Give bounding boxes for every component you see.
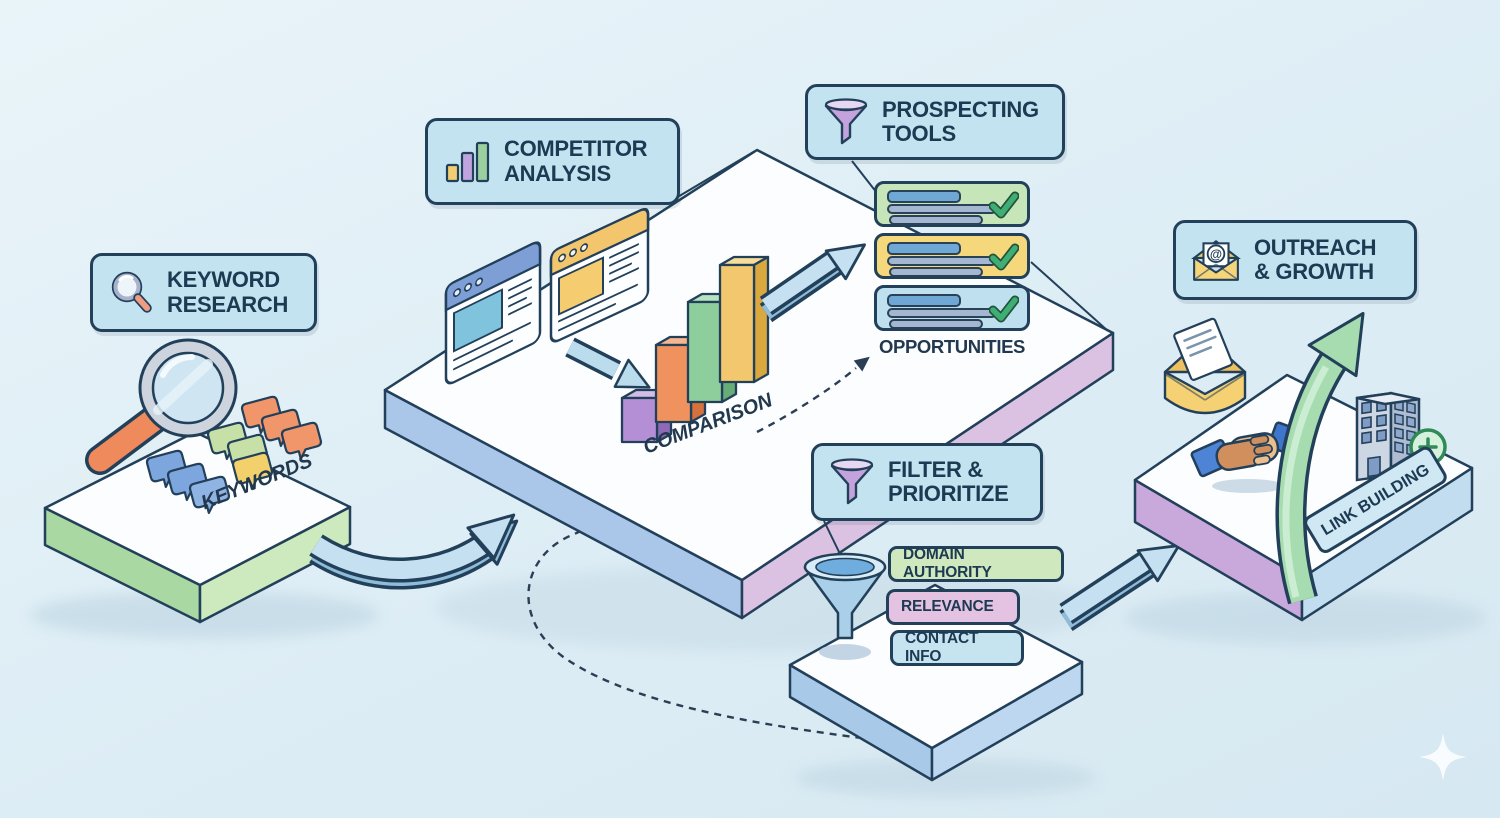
- browser-window-blue: [444, 241, 542, 385]
- label-line: PROSPECTING: [882, 96, 1039, 122]
- bar-chart-icon: [445, 141, 490, 182]
- keyword-research-label: KEYWORD RESEARCH: [90, 253, 317, 332]
- check-icon: [989, 191, 1019, 219]
- label-line: RESEARCH: [167, 291, 289, 317]
- keyword-platform: [43, 430, 352, 624]
- label-line: TOOLS: [882, 121, 956, 146]
- funnel-icon: [830, 458, 874, 505]
- keyword-research-text: KEYWORD RESEARCH: [167, 267, 289, 317]
- label-line: KEYWORD: [167, 267, 280, 293]
- magnifier-icon: [111, 271, 152, 313]
- opportunity-card: [874, 181, 1030, 227]
- label-line: COMPETITOR: [504, 136, 648, 162]
- flow-arrow-to-opportunities: [759, 243, 866, 323]
- magnifier-illustration: [85, 338, 238, 475]
- funnel-3d: [803, 552, 887, 640]
- label-line: PRIORITIZE: [888, 481, 1009, 506]
- competitor-analysis-text: COMPETITOR ANALYSIS: [504, 136, 648, 186]
- criterion-contact-info: CONTACT INFO: [890, 630, 1024, 666]
- flow-arrow-keyword-to-analysis: [309, 513, 519, 590]
- text-line-bar: [887, 242, 961, 255]
- criterion-relevance: RELEVANCE: [886, 589, 1020, 625]
- flow-arrow-to-linkbuilding: [1059, 544, 1181, 632]
- opportunity-card: [874, 233, 1030, 279]
- sparkle: [1419, 733, 1467, 781]
- arrow-windows-to-bars: [565, 337, 651, 389]
- check-icon: [989, 243, 1019, 271]
- filter-prioritize-text: FILTER & PRIORITIZE: [888, 456, 1009, 506]
- label-line: & GROWTH: [1254, 259, 1374, 284]
- text-line-bar: [889, 215, 983, 225]
- growth-arrow: [1275, 311, 1365, 605]
- text-line-bar: [887, 308, 997, 318]
- outreach-growth-text: OUTREACH & GROWTH: [1254, 234, 1377, 284]
- competitor-analysis-label: COMPETITOR ANALYSIS: [425, 118, 680, 205]
- label-line: FILTER &: [888, 456, 983, 482]
- opportunity-card: [874, 285, 1030, 331]
- browser-window-yellow: [549, 207, 650, 343]
- envelope-icon: @: [1191, 239, 1241, 281]
- opportunities-annotation: OPPORTUNITIES: [879, 336, 1025, 357]
- filter-prioritize-label: FILTER & PRIORITIZE: [811, 443, 1043, 521]
- filter-platform: [788, 583, 1084, 782]
- text-line-bar: [887, 256, 997, 266]
- text-line-bar: [889, 267, 983, 277]
- label-line: ANALYSIS: [504, 160, 611, 186]
- criterion-domain-authority: DOMAIN AUTHORITY: [888, 546, 1064, 582]
- check-icon: [989, 295, 1019, 323]
- at-symbol: @: [1210, 247, 1222, 261]
- dashed-connector-opportunities: [756, 356, 870, 434]
- text-line-bar: [887, 204, 997, 214]
- text-line-bar: [887, 190, 961, 203]
- label-line: OUTREACH: [1254, 234, 1377, 260]
- text-line-bar: [889, 319, 983, 329]
- text-line-bar: [887, 294, 961, 307]
- funnel-icon: [824, 98, 868, 145]
- bar-chart-3d: [620, 255, 770, 444]
- outreach-growth-label: @ OUTREACH & GROWTH: [1173, 220, 1417, 300]
- envelope-open-illustration: [1163, 317, 1247, 415]
- prospecting-tools-text: PROSPECTING TOOLS: [882, 96, 1039, 146]
- prospecting-tools-label: PROSPECTING TOOLS: [805, 84, 1065, 160]
